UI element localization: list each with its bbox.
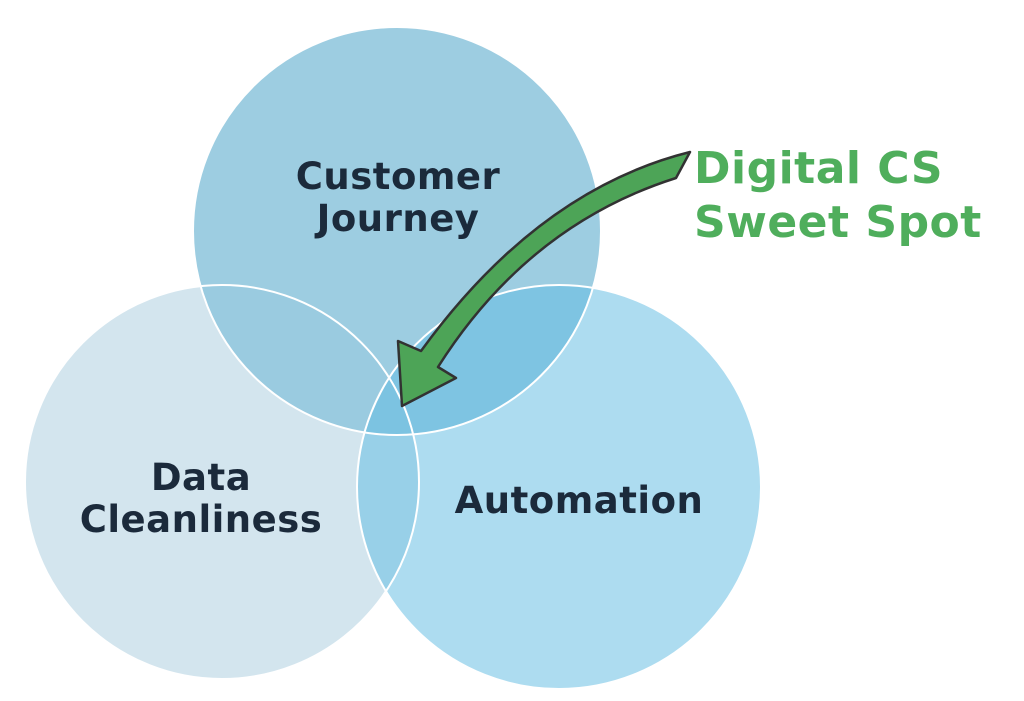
sweet-spot-arrow-outline — [396, 150, 692, 408]
sweet-spot-arrow — [398, 152, 690, 406]
customer-journey-circle-outline — [192, 26, 602, 436]
sweet-spot-annotation-label: Digital CS Sweet Spot — [694, 143, 982, 248]
data-cleanliness-circle-outline — [24, 284, 420, 680]
data-cleanliness-label: Data Cleanliness — [79, 456, 323, 541]
automation-label: Automation — [454, 479, 704, 523]
customer-journey-label: Customer Journey — [295, 155, 501, 240]
automation-circle-outline — [356, 284, 762, 690]
automation-circle — [357, 285, 761, 689]
